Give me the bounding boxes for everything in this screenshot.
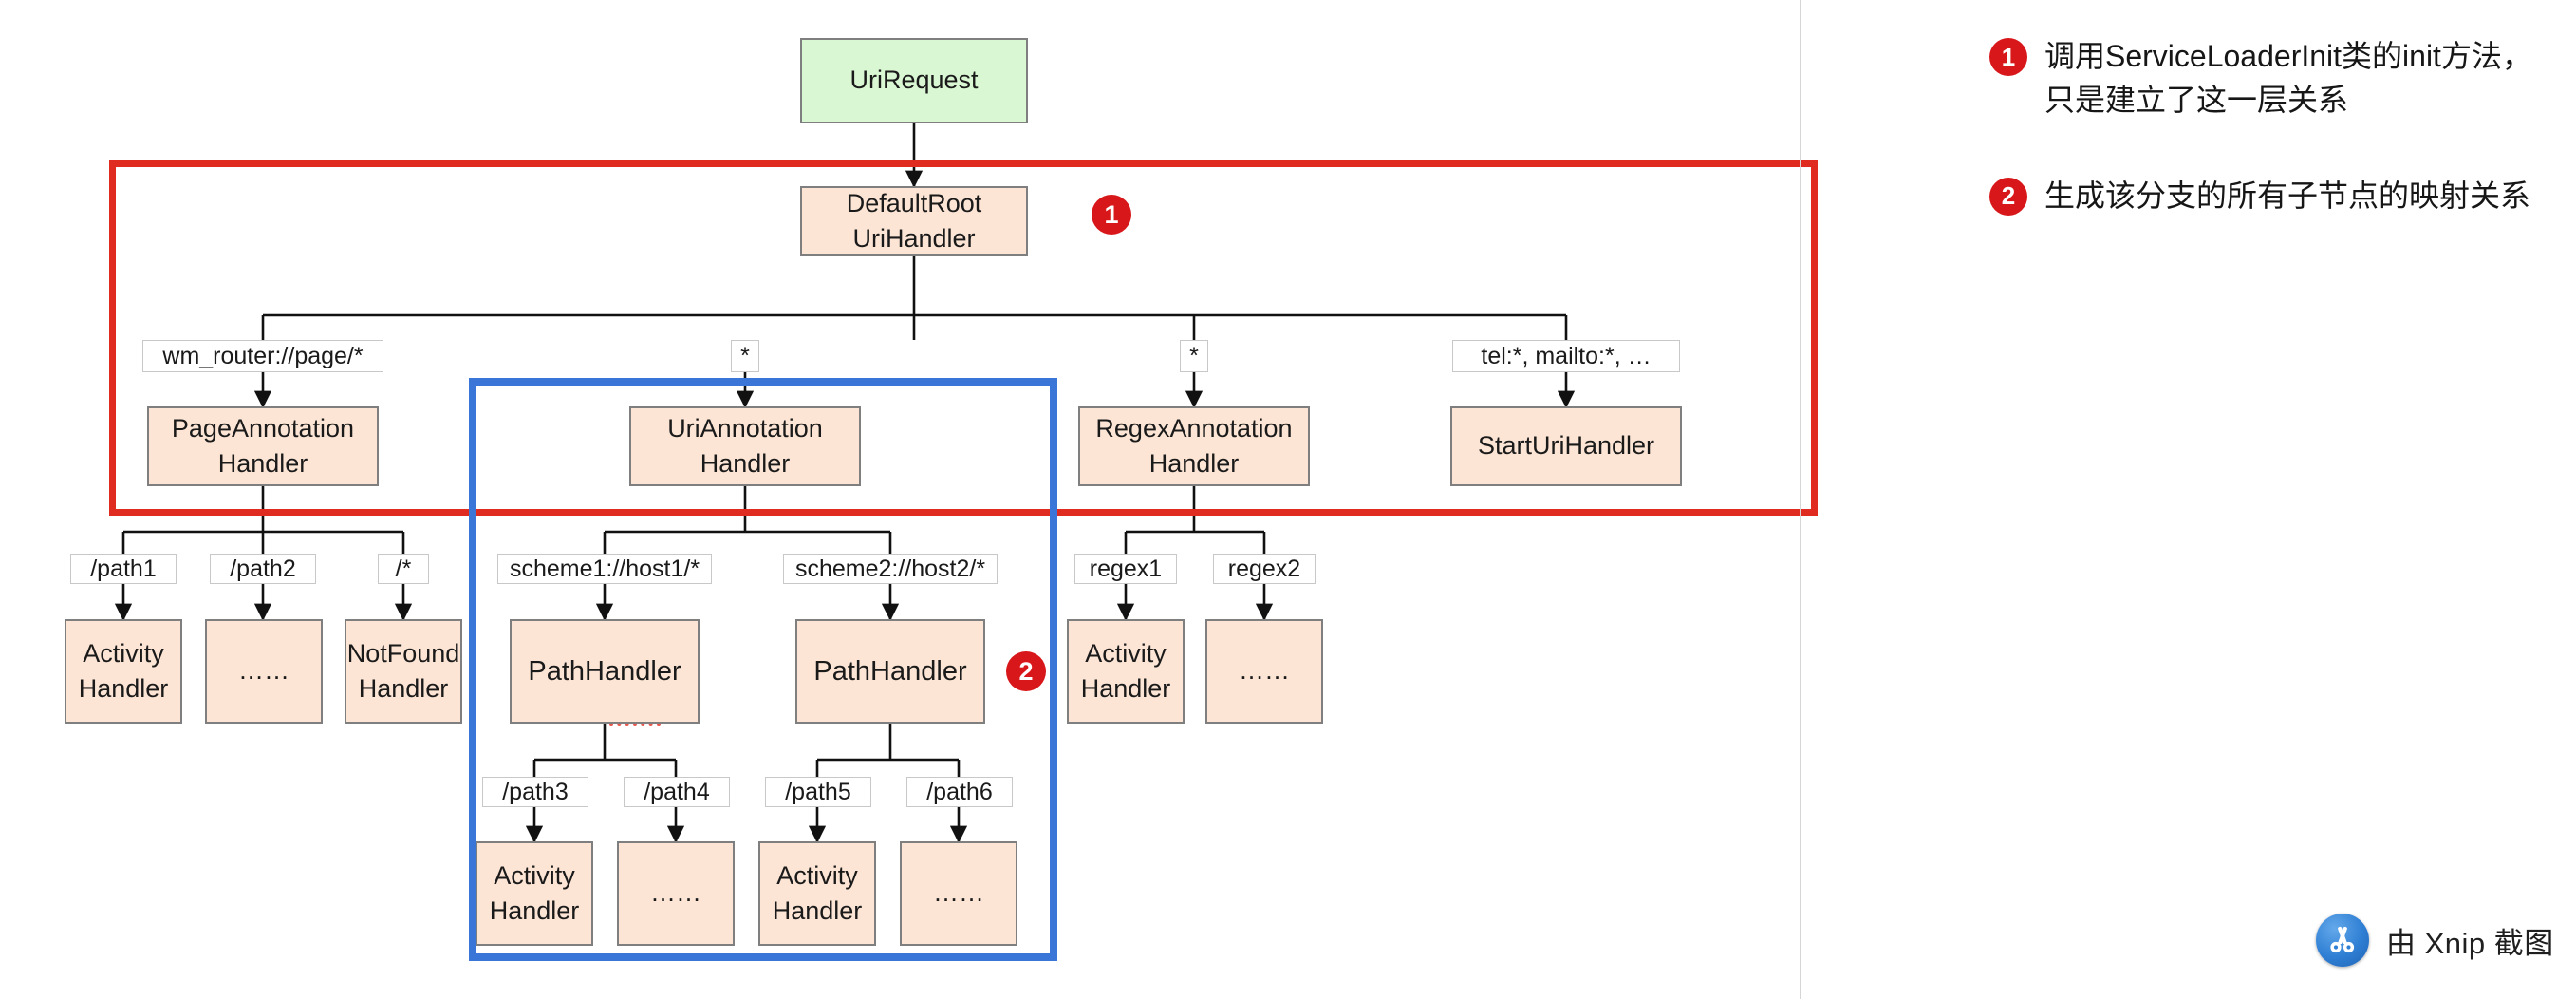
edge-label-scheme2[interactable]: scheme2://host2/* <box>783 554 998 584</box>
edge-label-regex1[interactable]: regex1 <box>1074 554 1177 584</box>
node-ellipsis-4[interactable]: …… <box>900 841 1017 946</box>
edge-label-text: * <box>1189 342 1199 369</box>
note-item: 1 调用ServiceLoaderInit类的init方法，只是建立了这一层关系 <box>1989 34 2559 123</box>
node-label: …… <box>933 878 984 908</box>
node-label: UriAnnotation Handler <box>667 413 823 478</box>
edge-label-text: tel:*, mailto:*, … <box>1481 342 1652 369</box>
edge-label-wm-router-page[interactable]: wm_router://page/* <box>142 340 383 372</box>
edge-label-text: /path5 <box>785 778 851 805</box>
edge-label-text: scheme1://host1/* <box>509 555 700 582</box>
node-ellipsis-1[interactable]: …… <box>205 619 323 724</box>
badge-2: 2 <box>1006 651 1046 691</box>
edge-label-path5[interactable]: /path5 <box>765 777 871 807</box>
node-ellipsis-2[interactable]: …… <box>1205 619 1323 724</box>
watermark-text: 由 Xnip 截图 <box>2386 926 2554 960</box>
node-label: PathHandler <box>528 655 681 687</box>
node-activity-handler-2[interactable]: Activity Handler <box>1067 619 1185 724</box>
annotation-notes-panel: 1 调用ServiceLoaderInit类的init方法，只是建立了这一层关系… <box>1989 34 2559 269</box>
node-regex-annotation-handler[interactable]: RegexAnnotation Handler <box>1078 406 1310 486</box>
badge-label: 1 <box>1104 199 1119 229</box>
node-page-annotation-handler[interactable]: PageAnnotation Handler <box>147 406 379 486</box>
edge-label-star-2[interactable]: * <box>1180 340 1208 372</box>
edge-label-text: scheme2://host2/* <box>794 555 986 582</box>
edge-label-text: /path6 <box>926 778 993 805</box>
node-label: Activity Handler <box>489 860 580 925</box>
node-label: NotFound Handler <box>346 638 460 703</box>
node-uri-annotation-handler[interactable]: UriAnnotation Handler <box>629 406 861 486</box>
edge-label-text: /path2 <box>230 555 296 582</box>
edge-label-path6[interactable]: /path6 <box>906 777 1013 807</box>
edge-label-wildcard[interactable]: /* <box>378 554 429 584</box>
node-label: …… <box>650 878 701 908</box>
edge-label-path2[interactable]: /path2 <box>210 554 316 584</box>
diagram-edges <box>114 123 1576 843</box>
node-ellipsis-3[interactable]: …… <box>617 841 735 946</box>
badge-1: 1 <box>1092 195 1131 235</box>
scissors-icon <box>2316 914 2369 967</box>
node-path-handler-1[interactable]: PathHandler <box>510 619 700 724</box>
node-label: Activity Handler <box>772 860 863 925</box>
note-item: 2 生成该分支的所有子节点的映射关系 <box>1989 174 2559 217</box>
edge-label-text: /path4 <box>644 778 710 805</box>
edge-label-text: /path1 <box>90 555 157 582</box>
note-badge-label: 1 <box>2001 42 2016 71</box>
node-default-root-uri-handler[interactable]: DefaultRoot UriHandler <box>800 186 1028 256</box>
edge-label-path3[interactable]: /path3 <box>482 777 588 807</box>
node-path-handler-2[interactable]: PathHandler <box>795 619 985 724</box>
edge-label-text: regex2 <box>1227 555 1301 582</box>
edge-label-tel-mailto[interactable]: tel:*, mailto:*, … <box>1452 340 1680 372</box>
node-label: Activity Handler <box>78 638 169 703</box>
edge-label-star-1[interactable]: * <box>731 340 759 372</box>
note-badge-label: 2 <box>2001 181 2016 211</box>
node-activity-handler-3[interactable]: Activity Handler <box>476 841 593 946</box>
routing-diagram: UriRequest DefaultRoot UriHandler 1 wm_r… <box>65 38 1818 961</box>
edge-label-text: * <box>740 342 750 369</box>
node-label: Activity Handler <box>1080 638 1171 703</box>
panel-divider <box>1800 0 1801 999</box>
edge-label-text: /* <box>395 555 412 582</box>
node-label: PathHandler <box>813 655 967 687</box>
edge-label-path4[interactable]: /path4 <box>624 777 730 807</box>
node-label: …… <box>238 656 289 686</box>
node-label: StartUriHandler <box>1477 431 1655 461</box>
node-uri-request[interactable]: UriRequest <box>800 38 1028 123</box>
edge-label-scheme1[interactable]: scheme1://host1/* <box>497 554 712 584</box>
badge-label: 2 <box>1018 656 1034 686</box>
node-activity-handler-4[interactable]: Activity Handler <box>758 841 876 946</box>
edge-label-regex2[interactable]: regex2 <box>1213 554 1316 584</box>
note-badge-2: 2 <box>1989 177 2027 216</box>
xnip-watermark: 由 Xnip 截图 <box>2316 914 2554 967</box>
node-not-found-handler[interactable]: NotFound Handler <box>345 619 462 724</box>
node-label: DefaultRoot UriHandler <box>846 188 982 253</box>
node-label: RegexAnnotation Handler <box>1095 413 1293 478</box>
edge-label-path1[interactable]: /path1 <box>70 554 177 584</box>
node-label: PageAnnotation Handler <box>171 413 355 478</box>
node-start-uri-handler[interactable]: StartUriHandler <box>1450 406 1682 486</box>
node-activity-handler-1[interactable]: Activity Handler <box>65 619 182 724</box>
note-text-1: 调用ServiceLoaderInit类的init方法，只是建立了这一层关系 <box>2044 39 2532 118</box>
edge-label-text: /path3 <box>502 778 569 805</box>
node-label: …… <box>1239 656 1290 686</box>
edge-label-text: regex1 <box>1089 555 1163 582</box>
note-text-2: 生成该分支的所有子节点的映射关系 <box>2044 178 2531 213</box>
node-label: UriRequest <box>849 66 979 95</box>
note-badge-1: 1 <box>1989 38 2027 76</box>
edge-label-text: wm_router://page/* <box>162 342 364 369</box>
